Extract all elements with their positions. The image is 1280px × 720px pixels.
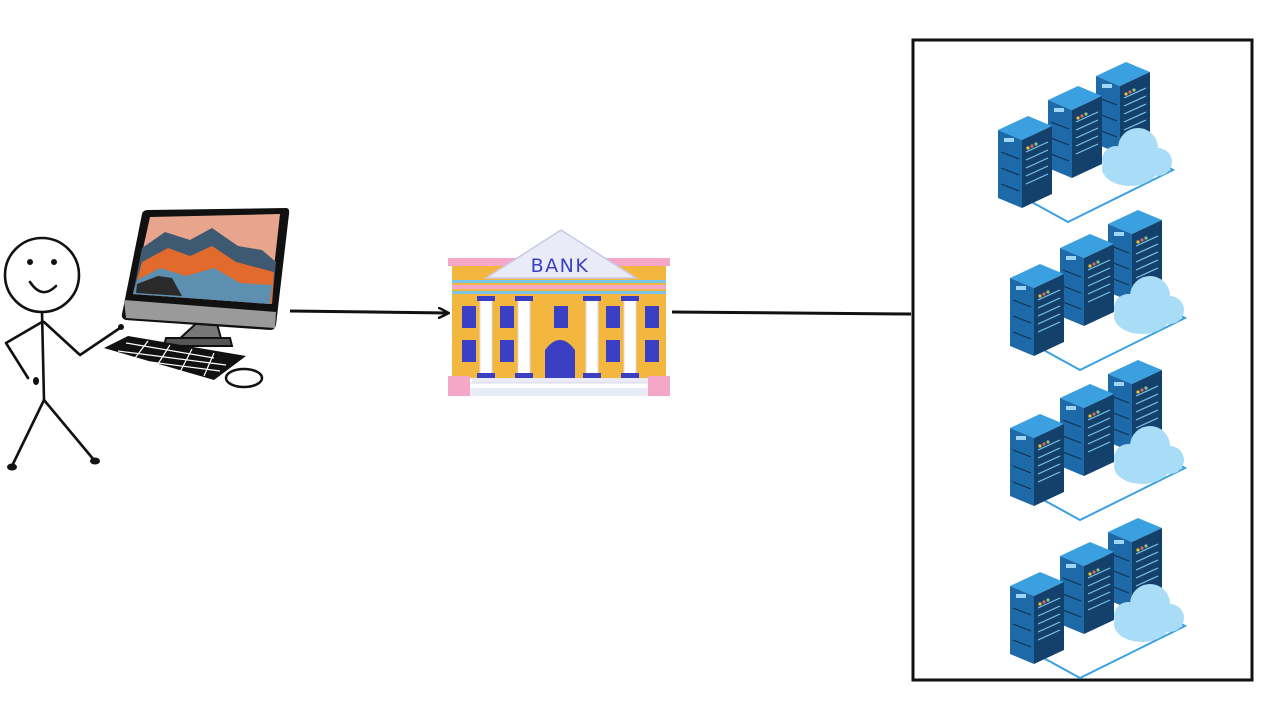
stick-figure <box>3 236 124 471</box>
head <box>3 236 81 314</box>
desktop-computer-icon <box>104 208 290 389</box>
data-center-border <box>911 38 1254 682</box>
line-bank-to-servers <box>671 310 912 316</box>
bank-sign: BANK <box>531 255 590 277</box>
server-cluster-icon <box>1010 518 1185 678</box>
smile <box>28 280 58 294</box>
data-center-box <box>911 38 1254 682</box>
server-cluster-icon <box>1010 360 1185 520</box>
right-eye <box>51 259 57 265</box>
right-leg <box>42 398 96 462</box>
bank-door <box>545 340 575 378</box>
monitor-chin <box>124 300 276 328</box>
mouse <box>224 367 264 389</box>
body <box>40 310 46 402</box>
left-arm <box>4 320 44 380</box>
bank-building-icon: BANK <box>448 229 670 396</box>
server-cluster-icon <box>998 62 1173 222</box>
arrow-user-to-bank <box>289 311 448 313</box>
left-leg <box>10 398 46 468</box>
right-arm <box>42 320 122 357</box>
bank-roof <box>483 229 639 279</box>
left-eye <box>27 259 33 265</box>
server-cluster-icon <box>1010 210 1185 370</box>
